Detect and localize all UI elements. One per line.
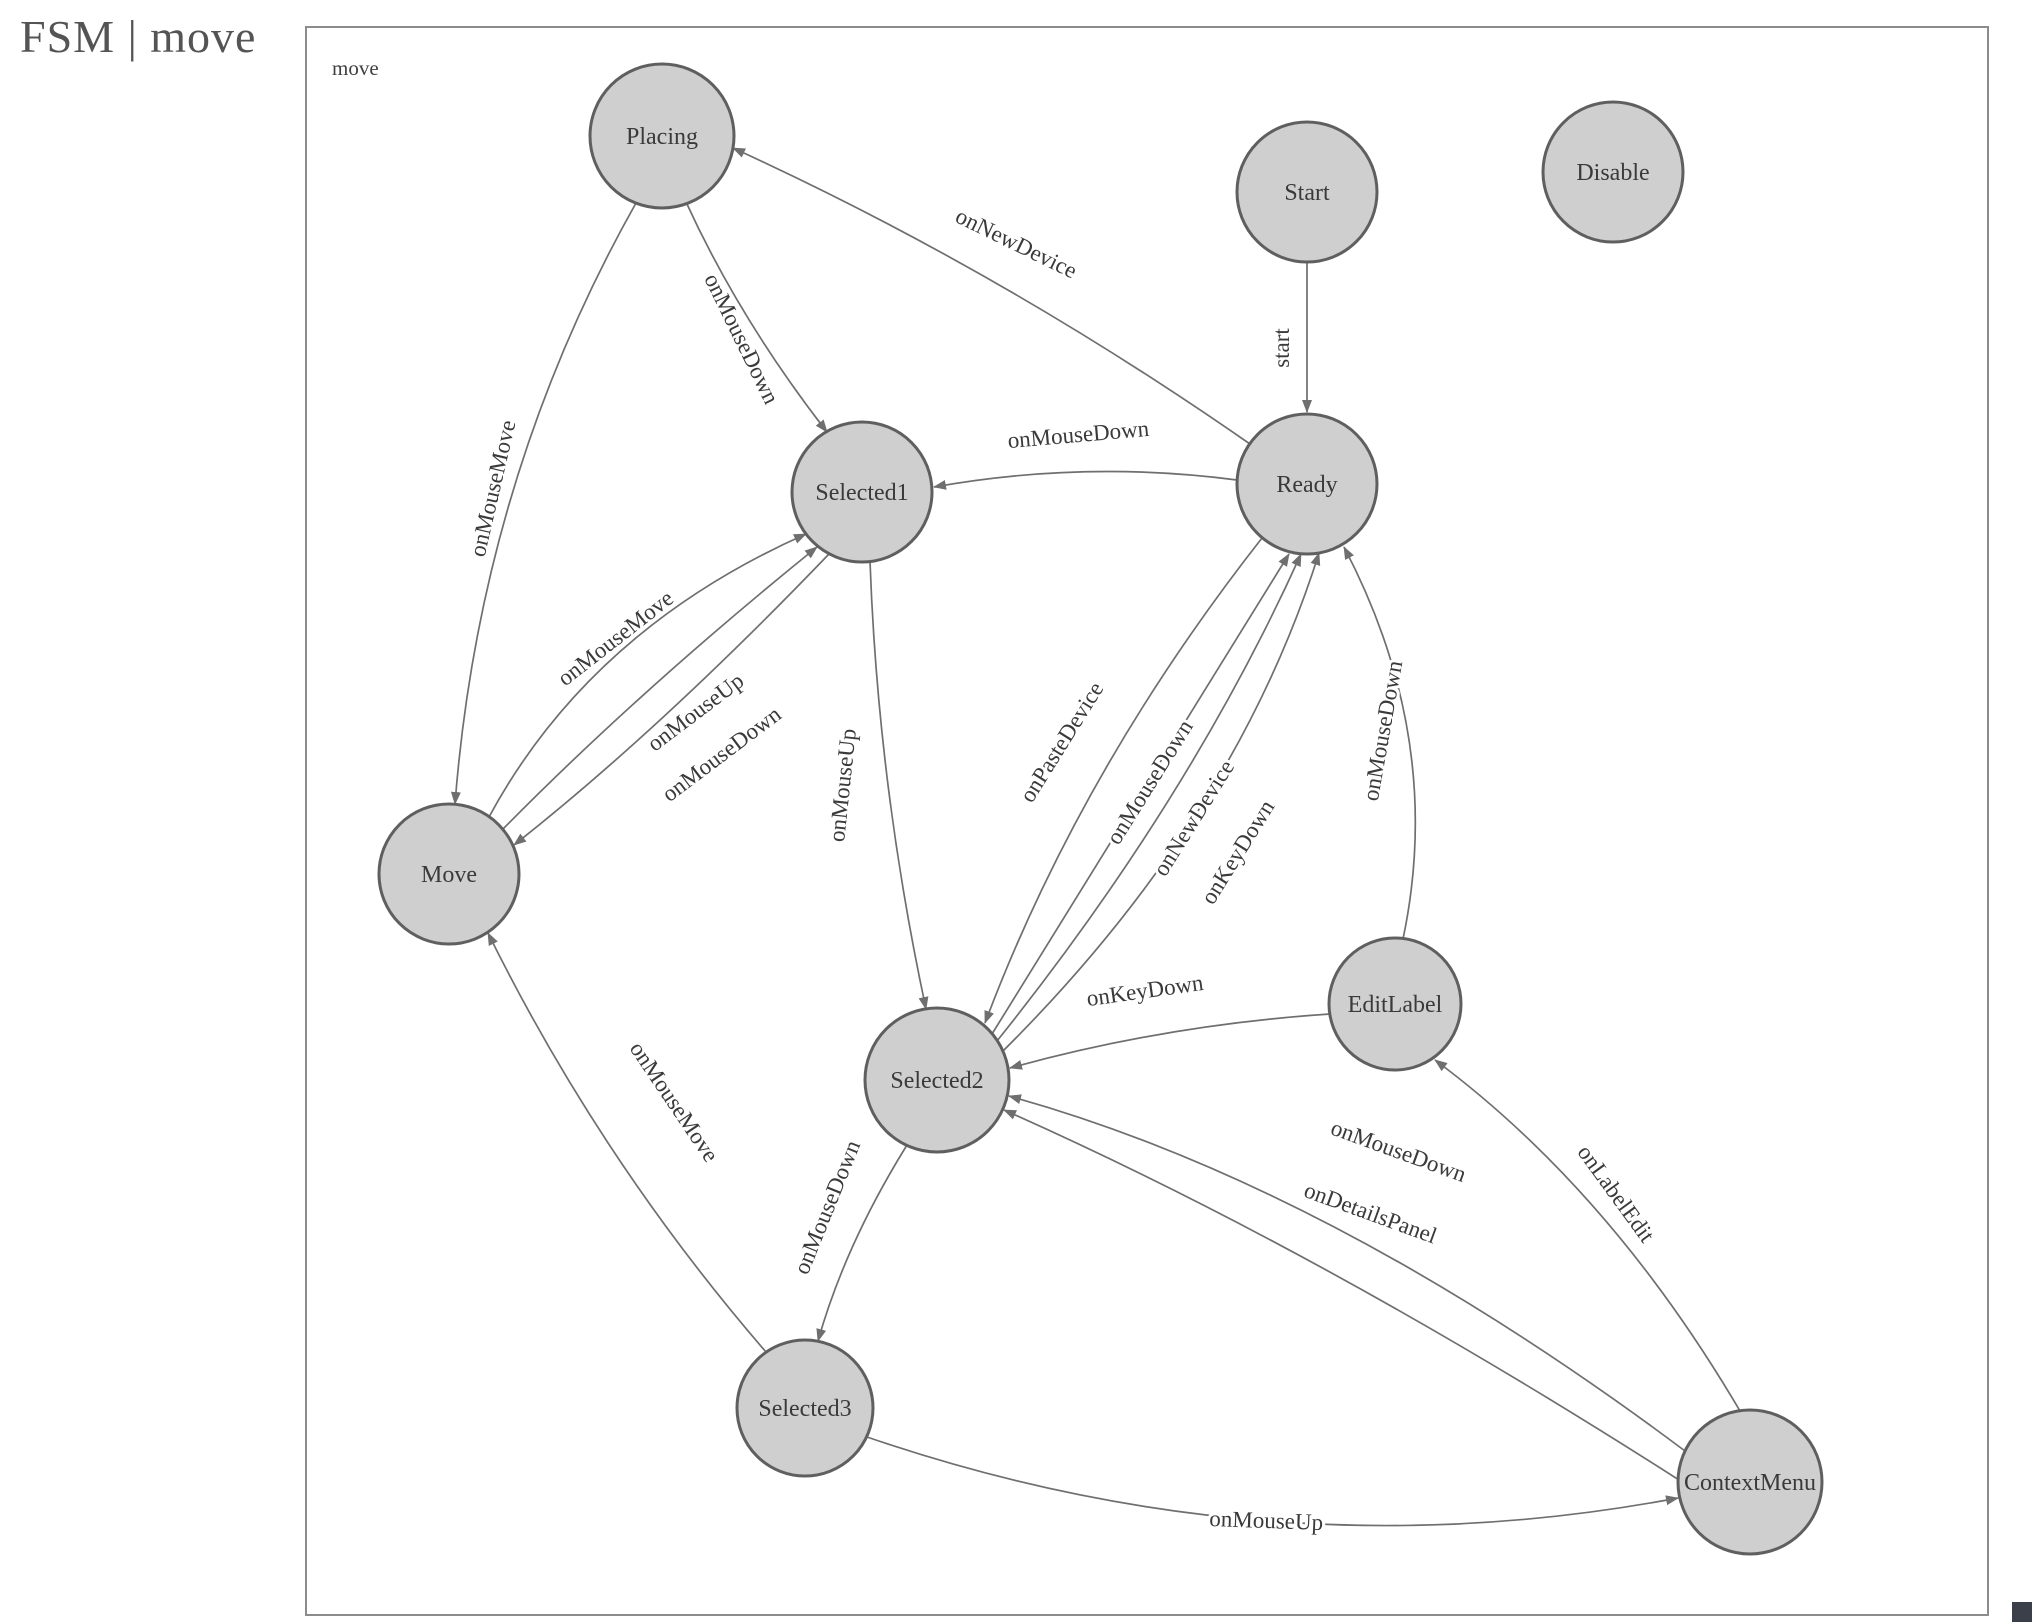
node-selected2[interactable] (863, 1006, 1011, 1154)
edge-contextmenu-selected2[interactable] (1008, 1094, 1686, 1452)
edge-label-onMouseUp: onMouseUp (824, 727, 861, 843)
edge-move-selected1[interactable] (502, 546, 818, 830)
edge-selected2-ready[interactable] (1002, 552, 1321, 1052)
edge-label-onMouseMove: onMouseMove (465, 418, 521, 559)
edge-label-onNewDevice: onNewDevice (952, 203, 1081, 283)
edge-editlabel-ready[interactable] (1343, 546, 1417, 940)
edge-ready-placing[interactable] (732, 147, 1251, 445)
node-disable[interactable] (1541, 100, 1685, 244)
node-selected3[interactable] (735, 1338, 875, 1478)
node-selected1[interactable] (790, 420, 934, 564)
edge-label-onKeyDown: onKeyDown (1085, 970, 1205, 1011)
node-contextmenu[interactable] (1676, 1408, 1824, 1556)
diagram-frame (305, 26, 1989, 1616)
edge-contextmenu-editlabel[interactable] (1434, 1059, 1741, 1412)
node-label-contextmenu: ContextMenu (1684, 1470, 1816, 1496)
page-title: FSM | move (20, 11, 257, 62)
node-start[interactable] (1235, 120, 1379, 264)
edge-label-onMouseMove: onMouseMove (625, 1037, 724, 1166)
resize-handle[interactable] (2012, 1602, 2032, 1622)
node-label-start: Start (1284, 180, 1330, 206)
node-label-placing: Placing (626, 124, 698, 150)
edge-label-onMouseMove: onMouseMove (553, 585, 678, 690)
node-label-selected3: Selected3 (758, 1396, 851, 1422)
edge-editlabel-selected2[interactable] (1009, 1013, 1331, 1070)
edge-selected2-ready[interactable] (996, 553, 1302, 1042)
edge-selected1-selected2[interactable] (869, 560, 929, 1010)
node-label-ready: Ready (1276, 472, 1337, 498)
node-label-disable: Disable (1576, 160, 1649, 186)
canvas-mode-label: move (332, 56, 379, 80)
edge-label-start: start (1269, 328, 1294, 368)
edge-label-onMouseDown: onMouseDown (789, 1136, 865, 1277)
node-label-selected2: Selected2 (890, 1068, 983, 1094)
edge-label-onMouseDown: onMouseDown (1328, 1115, 1470, 1187)
edge-selected2-ready[interactable] (991, 553, 1290, 1035)
edge-label-onMouseDown: onMouseDown (699, 269, 784, 408)
edge-move-selected1[interactable] (488, 533, 807, 818)
node-ready[interactable] (1235, 412, 1379, 556)
node-move[interactable] (377, 802, 521, 946)
edge-placing-selected1[interactable] (685, 201, 828, 433)
edge-label-onMouseUp: onMouseUp (1209, 1506, 1324, 1535)
edge-label-onLabelEdit: onLabelEdit (1573, 1140, 1660, 1247)
edge-labels-layer: start onNewDevice onMouseDown onMouseMove on… (462, 200, 1663, 1538)
node-label-selected1: Selected1 (815, 480, 908, 506)
node-editlabel[interactable] (1327, 936, 1463, 1072)
edge-selected1-move[interactable] (513, 553, 830, 846)
edge-ready-selected1[interactable] (933, 470, 1238, 490)
edge-selected3-contextmenu[interactable] (866, 1436, 1679, 1527)
node-label-move: Move (421, 862, 477, 888)
edge-label-onMouseDown: onMouseDown (1358, 658, 1407, 803)
edge-selected2-selected3[interactable] (816, 1144, 908, 1342)
node-label-editlabel: EditLabel (1348, 992, 1443, 1018)
edge-ready-selected2[interactable] (984, 537, 1263, 1024)
edge-placing-move[interactable] (450, 202, 637, 805)
node-placing[interactable] (588, 62, 736, 210)
edges-layer (450, 147, 1741, 1527)
edge-label-onDetailsPanel: onDetailsPanel (1301, 1177, 1440, 1248)
edge-label-onMouseDown: onMouseDown (1007, 416, 1151, 453)
edge-contextmenu-selected2[interactable] (1003, 1109, 1680, 1481)
edge-selected3-move[interactable] (487, 932, 767, 1353)
